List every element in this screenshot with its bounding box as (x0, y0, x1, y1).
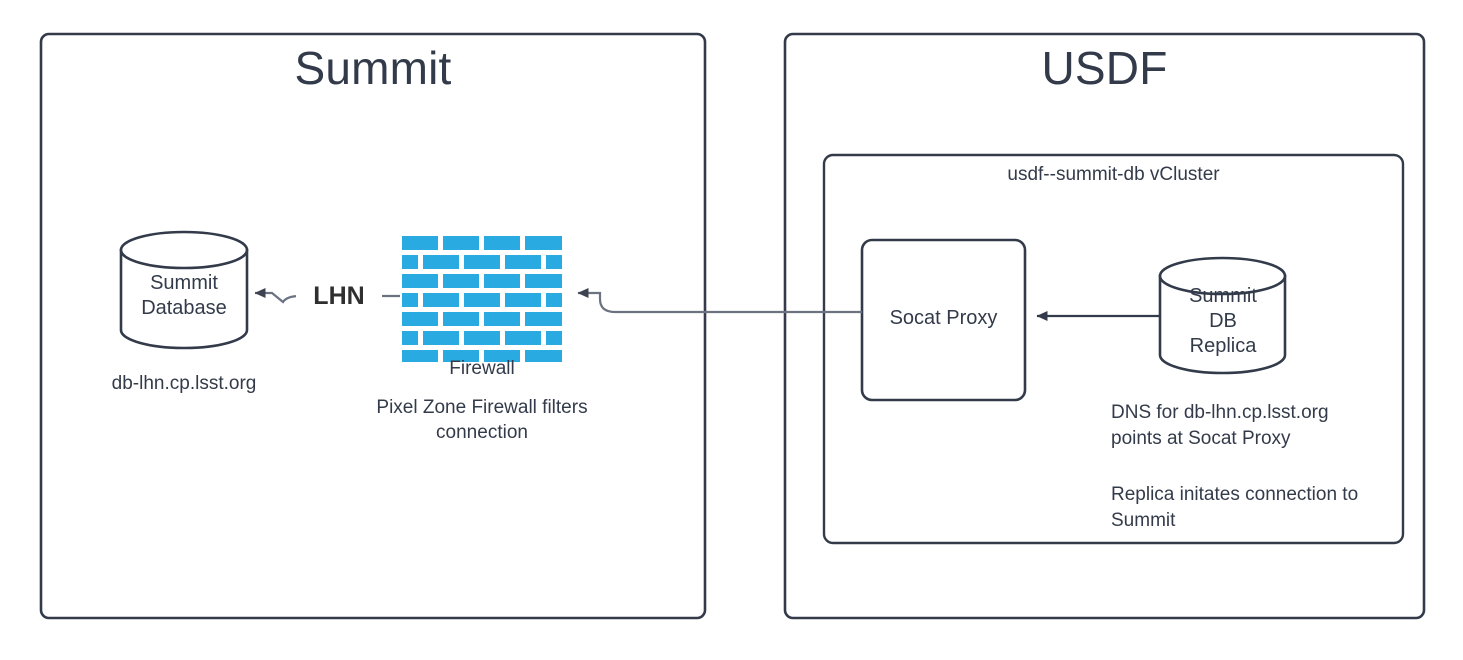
firewall-brick (464, 293, 500, 307)
firewall-brick (505, 293, 541, 307)
firewall-brick (402, 255, 418, 269)
firewall-brick (423, 255, 459, 269)
summit-db-replica-label-line1: Summit (1189, 285, 1257, 307)
summit-panel-title: Summit (294, 42, 452, 94)
firewall-brick (546, 255, 562, 269)
replica-note-line2: Summit (1111, 510, 1176, 531)
firewall-brick (402, 236, 438, 250)
firewall-brick (546, 293, 562, 307)
firewall-brick (443, 274, 479, 288)
summit-database-caption: db-lhn.cp.lsst.org (111, 373, 257, 394)
vcluster-title: usdf--summit-db vCluster (1007, 164, 1220, 185)
lhn-edge-label: LHN (296, 281, 382, 312)
firewall-brick (402, 293, 418, 307)
summit-database-cylinder (119, 230, 249, 350)
summit-db-replica-cylinder (1158, 256, 1287, 375)
firewall-brick (443, 312, 479, 326)
firewall-brick (443, 350, 479, 362)
summit-db-replica-label-line3: Replica (1189, 335, 1257, 357)
firewall-icon (402, 236, 562, 362)
summit-db-replica-label-line2: DB (1209, 310, 1237, 332)
firewall-brick (525, 312, 562, 326)
firewall-brick (484, 312, 520, 326)
dns-note-line1: DNS for db-lhn.cp.lsst.org (1111, 402, 1329, 423)
firewall-brick (484, 350, 520, 362)
firewall-brick (423, 331, 459, 345)
connector-proxy-to-firewall (577, 288, 862, 314)
firewall-brick (402, 331, 418, 345)
firewall-brick (464, 255, 500, 269)
firewall-brick (525, 350, 562, 362)
summit-database-label-line1: Summit (150, 272, 218, 294)
summit-panel-box (39, 32, 707, 620)
firewall-brick (423, 293, 459, 307)
usdf-panel-title: USDF (1041, 42, 1168, 94)
firewall-label: Firewall (449, 358, 515, 379)
firewall-brick (402, 312, 438, 326)
firewall-brick (505, 255, 541, 269)
summit-database-label-line2: Database (141, 297, 227, 319)
firewall-brick (402, 350, 438, 362)
firewall-brick (546, 331, 562, 345)
socat-proxy-box (860, 238, 1027, 402)
replica-note-line1: Replica initates connection to (1111, 484, 1359, 505)
firewall-brick (402, 274, 438, 288)
firewall-brick (505, 331, 541, 345)
firewall-brick (443, 236, 479, 250)
firewall-brick (525, 236, 562, 250)
firewall-caption-line1: Pixel Zone Firewall filters (376, 397, 588, 418)
firewall-brick (484, 274, 520, 288)
socat-proxy-label: Socat Proxy (889, 307, 998, 329)
dns-note-line2: points at Socat Proxy (1111, 428, 1291, 449)
firewall-caption-line2: connection (436, 422, 528, 443)
firewall-brick (464, 331, 500, 345)
firewall-brick (525, 274, 562, 288)
firewall-brick (484, 236, 520, 250)
